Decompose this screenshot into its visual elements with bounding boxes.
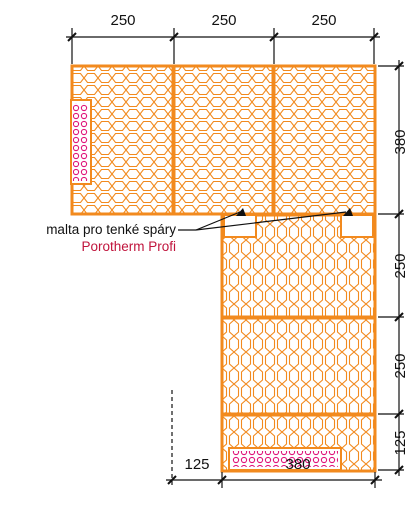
annotation-line-1: malta pro tenké spáry bbox=[46, 222, 176, 237]
dim-bottom-1: 125 bbox=[184, 456, 209, 473]
brick-top-2 bbox=[172, 64, 275, 216]
dimension-line-right bbox=[378, 60, 404, 476]
insulation-insert-bottom bbox=[228, 447, 342, 471]
dim-top-1: 250 bbox=[110, 12, 135, 29]
dim-bottom-2: 380 bbox=[285, 456, 310, 473]
brick-vertical-2 bbox=[220, 316, 377, 416]
insulation-insert-left bbox=[70, 99, 92, 185]
dim-right-1: 380 bbox=[392, 129, 409, 154]
annotation-line-2: Porotherm Profi bbox=[81, 239, 176, 254]
brick-top-3 bbox=[272, 64, 377, 216]
dim-top-3: 250 bbox=[311, 12, 336, 29]
brick-vertical-1 bbox=[220, 213, 377, 319]
dim-right-4: 125 bbox=[392, 430, 409, 455]
dim-right-2: 250 bbox=[392, 253, 409, 278]
dim-top-2: 250 bbox=[211, 12, 236, 29]
dimension-line-bottom bbox=[166, 390, 382, 488]
mortar-marker-left bbox=[236, 208, 246, 216]
mortar-marker-right bbox=[343, 208, 353, 216]
dim-right-3: 250 bbox=[392, 353, 409, 378]
annotation-leader bbox=[178, 211, 347, 231]
dimension-line-top bbox=[66, 28, 380, 64]
